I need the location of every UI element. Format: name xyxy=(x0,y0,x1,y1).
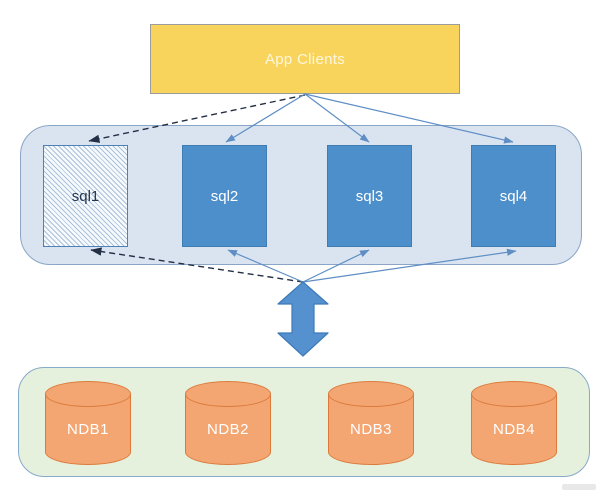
node-sql1-label: sql1 xyxy=(71,187,100,205)
cylinder-cap xyxy=(45,381,131,407)
node-ndb1-label: NDB1 xyxy=(66,421,109,438)
node-ndb3-label: NDB3 xyxy=(349,421,392,438)
app-clients-box: App Clients xyxy=(150,24,460,94)
node-ndb2-cylinder-icon: NDB2 xyxy=(185,381,271,465)
node-sql1: sql1 xyxy=(43,145,128,247)
node-ndb4-label: NDB4 xyxy=(492,421,535,438)
sql-cluster-nodes: sql1 sql2 sql3 sql4 xyxy=(20,125,582,265)
node-sql4: sql4 xyxy=(471,145,556,247)
node-sql3: sql3 xyxy=(327,145,412,247)
node-sql4-label: sql4 xyxy=(499,187,528,205)
cylinder-cap xyxy=(328,381,414,407)
node-sql3-label: sql3 xyxy=(355,187,384,205)
node-ndb1-cylinder-icon: NDB1 xyxy=(45,381,131,465)
app-clients-label: App Clients xyxy=(264,50,345,68)
node-ndb2-label: NDB2 xyxy=(206,421,249,438)
node-ndb3-cylinder-icon: NDB3 xyxy=(328,381,414,465)
node-ndb4-cylinder-icon: NDB4 xyxy=(471,381,557,465)
watermark xyxy=(562,484,596,490)
cylinder-cap xyxy=(471,381,557,407)
cylinder-cap xyxy=(185,381,271,407)
replication-double-arrow xyxy=(277,281,329,357)
node-sql2-label: sql2 xyxy=(210,187,239,205)
node-sql2: sql2 xyxy=(182,145,267,247)
storage-cluster-container: NDB1 NDB2 NDB3 NDB4 xyxy=(18,367,590,477)
